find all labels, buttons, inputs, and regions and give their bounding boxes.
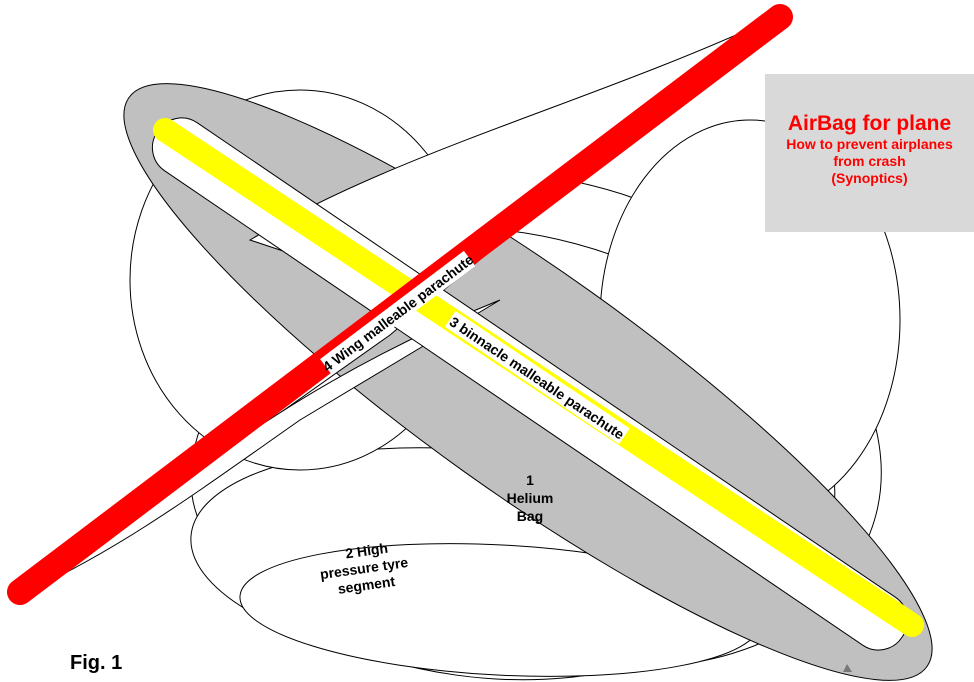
svg-text:1: 1 [526,472,534,488]
svg-text:Bag: Bag [517,508,543,524]
title-box: AirBag for plane How to prevent airplane… [765,74,974,232]
subtitle-line-2: from crash [833,153,906,169]
hatch-mark [843,664,852,672]
svg-text:segment: segment [337,573,397,597]
subtitle-line-1: How to prevent airplanes [786,136,953,152]
svg-text:2 High: 2 High [344,540,389,562]
subtitle-line-3: (Synoptics) [831,170,908,186]
figure-label: Fig. 1 [70,652,123,674]
title-heading: AirBag for plane [787,112,952,135]
svg-text:Helium: Helium [507,490,554,506]
helium-bag-label: 1 Helium Bag [507,472,554,524]
